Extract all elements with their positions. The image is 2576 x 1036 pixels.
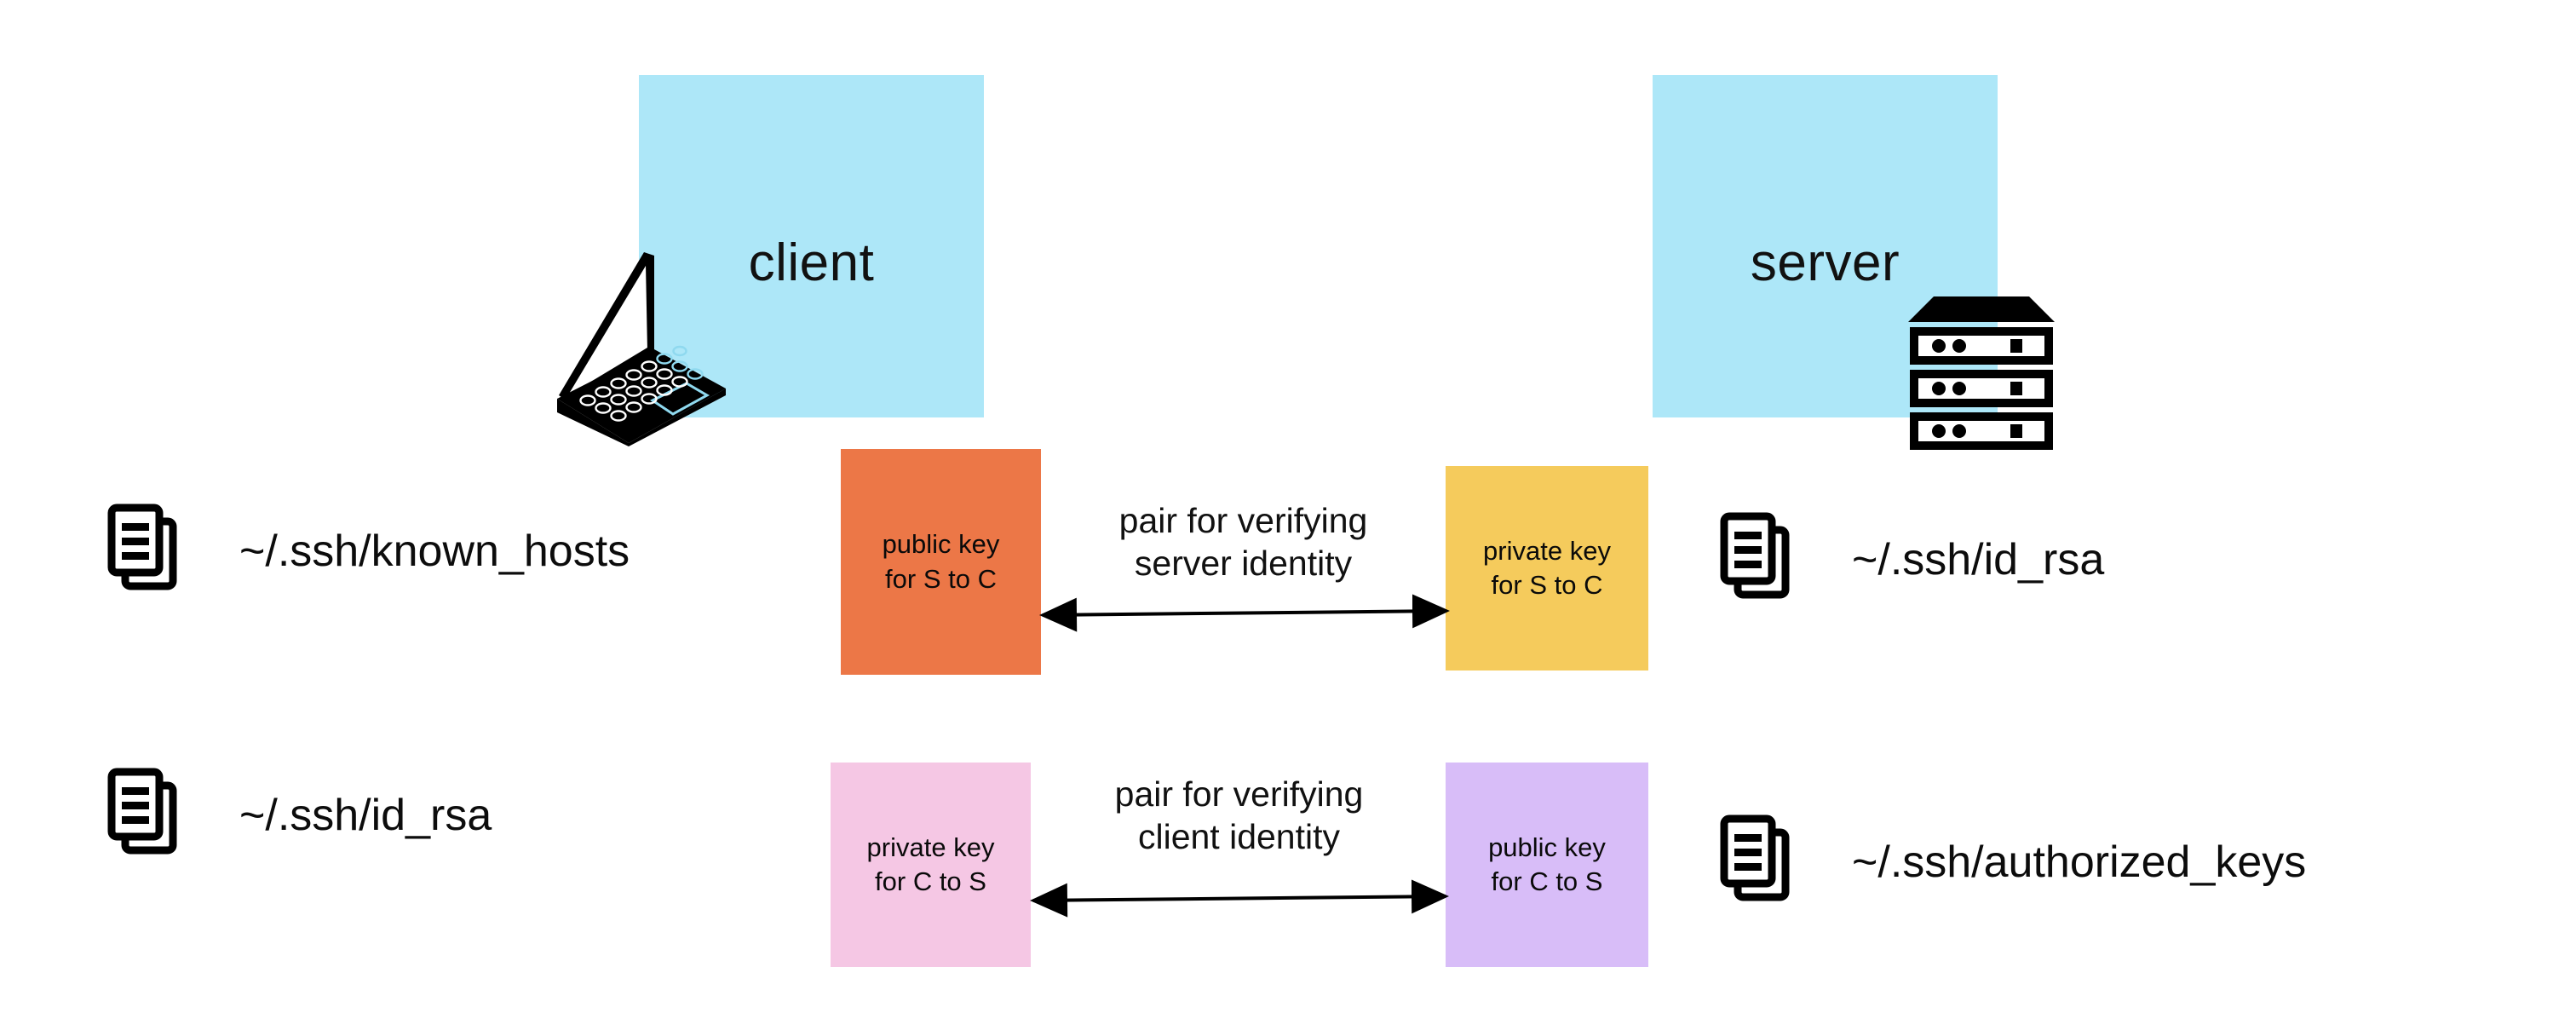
- client-label: client: [748, 233, 875, 292]
- key-box-line-2: for C to S: [1491, 866, 1603, 896]
- key-box-private-c-to-s: private key for C to S: [831, 763, 1031, 967]
- key-box-public-s-to-c: public key for S to C: [841, 449, 1041, 675]
- file-stack-icon: [1719, 511, 1796, 607]
- file-row-client-id-rsa: ~/.ssh/id_rsa: [106, 767, 492, 863]
- file-row-server-authorized-keys: ~/.ssh/authorized_keys: [1719, 814, 2306, 910]
- pair-caption-client-identity: pair for verifying client identity: [1032, 773, 1446, 858]
- server-label: server: [1750, 233, 1900, 292]
- file-path-label: ~/.ssh/authorized_keys: [1852, 837, 2307, 887]
- key-box-line-1: private key: [866, 832, 995, 862]
- file-stack-icon: [106, 503, 183, 599]
- key-box-line-2: for S to C: [885, 563, 997, 594]
- pair-caption-line-2: server identity: [1134, 544, 1353, 584]
- file-stack-icon: [1719, 814, 1796, 910]
- file-row-server-id-rsa: ~/.ssh/id_rsa: [1719, 511, 2104, 607]
- key-box-line-1: private key: [1483, 535, 1611, 566]
- arrow-server-identity: [1039, 594, 1450, 632]
- pair-caption-line-1: pair for verifying: [1114, 774, 1364, 814]
- file-path-label: ~/.ssh/known_hosts: [239, 526, 630, 576]
- key-box-line-2: for C to S: [875, 866, 986, 896]
- file-path-label: ~/.ssh/id_rsa: [239, 790, 492, 840]
- client-endpoint-box: client: [639, 75, 984, 417]
- pair-caption-line-1: pair for verifying: [1118, 501, 1368, 540]
- file-row-client-known-hosts: ~/.ssh/known_hosts: [106, 503, 630, 599]
- key-box-line-1: public key: [1488, 832, 1606, 862]
- key-box-line-2: for S to C: [1491, 570, 1603, 600]
- arrow-client-identity: [1030, 879, 1449, 918]
- key-box-public-c-to-s: public key for C to S: [1446, 763, 1648, 967]
- key-box-private-s-to-c: private key for S to C: [1446, 466, 1648, 671]
- key-box-line-1: public key: [882, 529, 1000, 560]
- pair-caption-server-identity: pair for verifying server identity: [1041, 499, 1446, 584]
- laptop-icon: [545, 242, 745, 446]
- file-path-label: ~/.ssh/id_rsa: [1852, 534, 2105, 584]
- pair-caption-line-2: client identity: [1137, 817, 1340, 857]
- server-rack-icon: [1908, 296, 2055, 460]
- file-stack-icon: [106, 767, 183, 863]
